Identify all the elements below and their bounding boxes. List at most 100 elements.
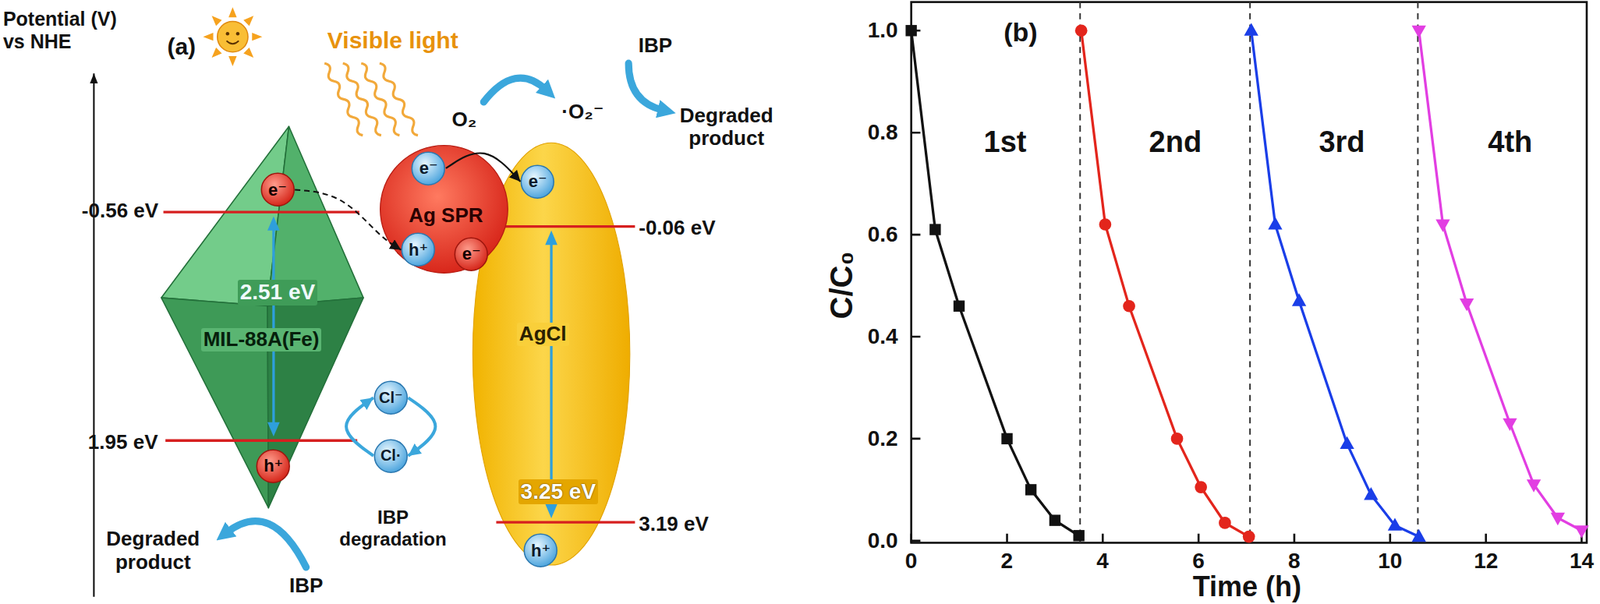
plot-axes (911, 2, 1587, 544)
tick-label: 8 (1288, 550, 1301, 573)
data-markers-part (1412, 25, 1590, 539)
sun-icon-part-part (208, 47, 223, 61)
radical-cycle-arrow (346, 397, 374, 457)
data-markers-part-part (1574, 525, 1589, 539)
circle-fill (374, 381, 408, 415)
data-markers-part-part (1242, 530, 1256, 544)
energy-level: -0.56 eV (81, 199, 159, 224)
circle-fill (374, 439, 408, 473)
node-text: Cl⁻ (376, 389, 406, 408)
data-markers-part-part (1387, 517, 1402, 531)
tick-label: 10 (1377, 550, 1402, 573)
data-markers-part-part (1550, 513, 1565, 526)
crystal-facet (267, 126, 364, 306)
light-label: Visible light (327, 27, 459, 55)
pollutant-label: IBP (638, 34, 673, 58)
sun-icon-part (217, 21, 248, 52)
band-edge (165, 439, 358, 443)
reaction-arrows (226, 63, 664, 568)
data-lines-part (1419, 30, 1583, 531)
tick-label: 6 (1192, 550, 1205, 573)
data-markers-part-part (1502, 418, 1517, 432)
circle-fill (521, 165, 555, 199)
silver-particle: Ag SPRe⁻h⁺e⁻ (379, 145, 509, 274)
tick-label: 0.4 (867, 325, 899, 348)
cycle-label: 1st (984, 125, 1027, 160)
circle-fill (402, 233, 436, 267)
data-markers-part-part (1171, 432, 1184, 446)
data-markers-part-part (1099, 218, 1112, 231)
cycle-label: 4th (1487, 125, 1533, 160)
tick-label: 4 (1096, 550, 1109, 573)
pollutant-label: IBP (289, 574, 323, 599)
crystal-facet (161, 126, 290, 306)
data-markers-part-part (905, 24, 917, 36)
energy-level: 1.95 eV (88, 431, 159, 455)
reaction-arrows-part (628, 63, 663, 110)
electron-circle: e⁻ (453, 237, 489, 272)
reaction-arrows-part (483, 77, 546, 103)
sun-icon-part-part (228, 56, 237, 67)
potential-axis (92, 73, 95, 598)
node-text: MIL-88A(Fe) (201, 328, 323, 352)
band-gap-arrow (545, 230, 558, 519)
tick-label: 1.0 (867, 19, 899, 42)
sun-icon-part (202, 7, 262, 67)
data-markers (905, 22, 1589, 543)
sun-icon (202, 7, 262, 67)
data-markers-part (905, 24, 1084, 542)
node-text: e⁻ (460, 244, 484, 264)
hole-circle: h⁺ (400, 232, 436, 267)
tick-label: 12 (1473, 550, 1498, 573)
species-label: O₂ (451, 108, 477, 132)
plot-axes-part (1079, 2, 1418, 544)
tick-label: 0.2 (867, 428, 899, 450)
sun-icon-part (226, 40, 240, 44)
circle-fill (257, 449, 291, 483)
particle-fill (379, 145, 508, 273)
data-markers-part-part (1412, 529, 1427, 542)
data-lines-part (911, 30, 1080, 536)
species-label: ·O₂⁻ (561, 100, 604, 124)
data-markers-part-part (1412, 25, 1427, 39)
product-label: Degraded product (679, 104, 774, 152)
data-markers-part-part (1244, 22, 1259, 36)
mof-crystal-outline (158, 122, 368, 510)
node-text: 2.51 eV (237, 279, 319, 305)
band-gap-arrow (267, 215, 280, 437)
plot-axes-part (911, 30, 1583, 543)
data-markers-part-part (1194, 481, 1208, 494)
reaction-arrows-part (226, 521, 307, 568)
axis-title: Potential (V) vs NHE (3, 7, 128, 54)
tick-label: 14 (1569, 550, 1594, 573)
data-markers-part-part (1435, 219, 1450, 232)
data-markers-part-part (1363, 487, 1378, 500)
tick-label: 2 (1000, 550, 1013, 573)
data-markers-part-part (1339, 436, 1354, 450)
sun-icon-part-part (251, 32, 262, 41)
tick-label: 0 (905, 550, 918, 573)
node-text: AgCl (516, 322, 570, 347)
product-label: Degraded product (106, 527, 200, 575)
data-markers-part-part (1025, 484, 1037, 496)
data-markers-part-part (1526, 479, 1541, 493)
chlorine-radical-circle: Cl· (373, 438, 408, 474)
node-text: h⁺ (528, 541, 553, 561)
circle-fill (455, 237, 489, 271)
mof-crystal: 2.51 eVMIL-88A(Fe)e⁻h⁺ (158, 122, 368, 510)
band-edge (495, 520, 635, 524)
plot-axes-part (911, 2, 1587, 544)
panel-label: (a) (166, 33, 196, 61)
data-lines (911, 30, 1583, 537)
node-text: e⁻ (526, 171, 550, 192)
circle-fill (261, 173, 294, 206)
axis-title: Time (h) (1192, 573, 1302, 602)
band-edge (162, 210, 359, 213)
tick-label: 0.6 (867, 223, 899, 246)
data-markers-part-part (1292, 293, 1307, 306)
data-markers-part-part (1001, 433, 1013, 445)
data-markers-part-part (1267, 216, 1282, 230)
data-markers-part-part (1218, 516, 1232, 530)
